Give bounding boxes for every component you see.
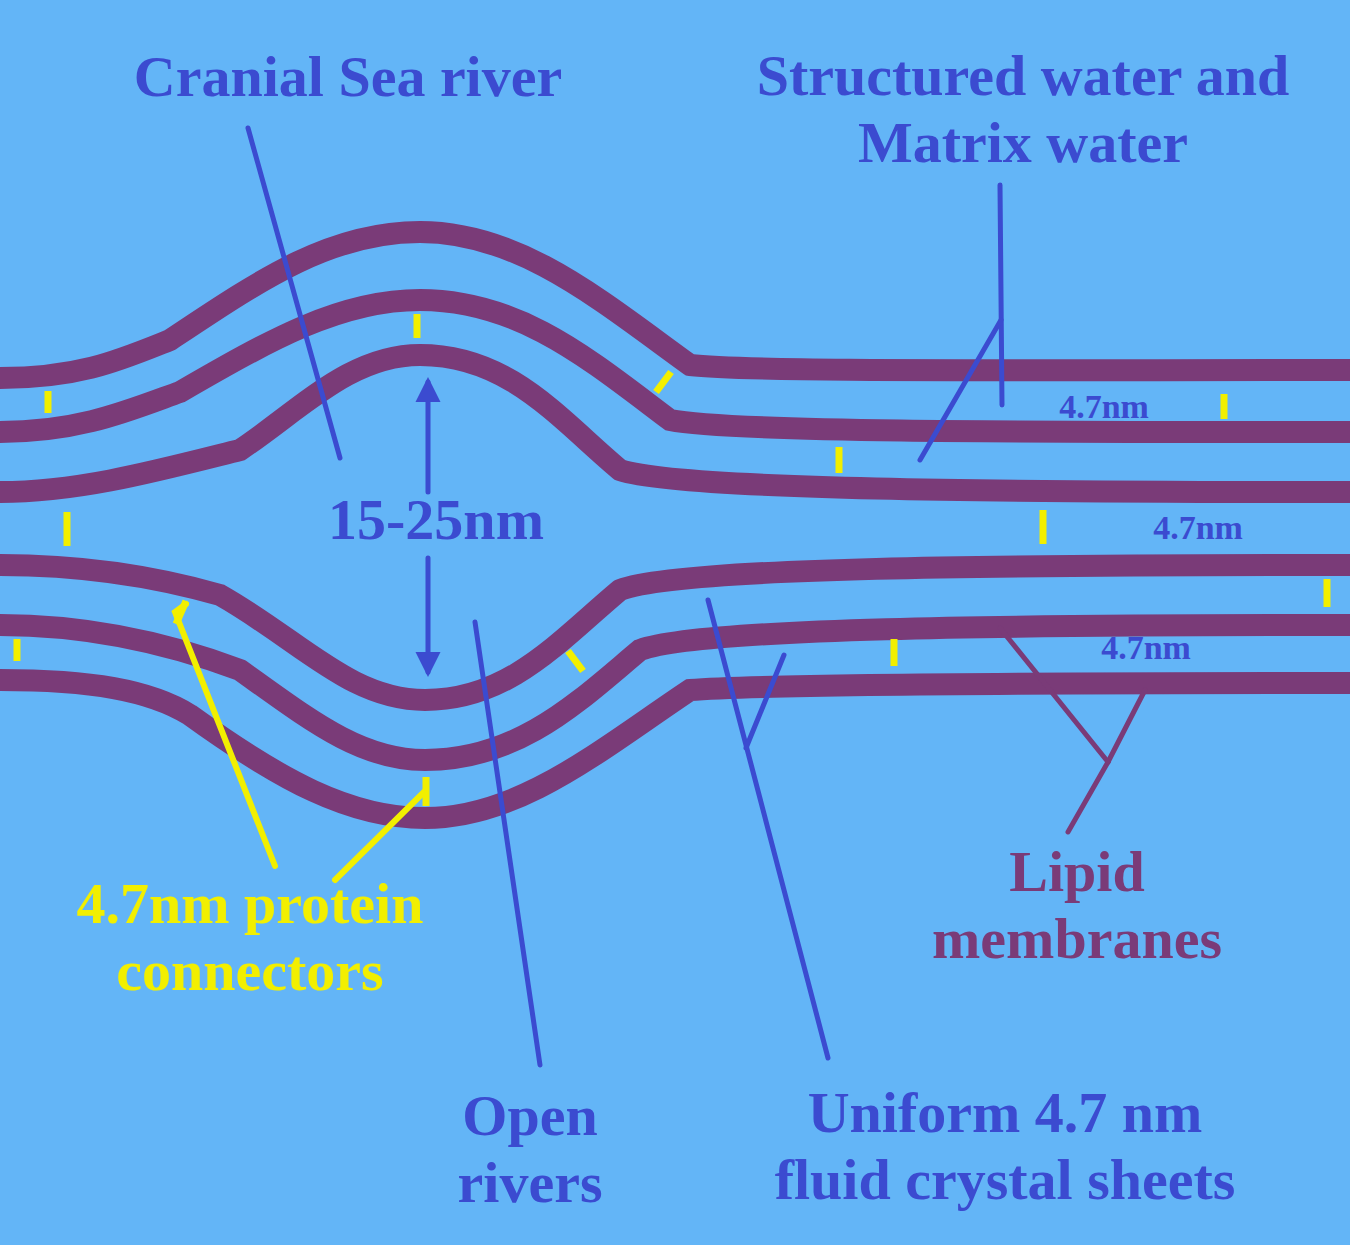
part-label: Open rivers — [420, 1083, 640, 1216]
dimension-label: 4.7nm — [1153, 508, 1243, 547]
protein-connector — [1040, 510, 1047, 544]
leader-line — [1000, 185, 1002, 405]
dimension-label: 4.7nm — [1101, 628, 1191, 667]
part-label: 4.7nm protein connectors — [40, 871, 460, 1004]
part-label: Cranial Sea river — [134, 44, 562, 111]
leader-line — [1000, 628, 1108, 762]
leader-line — [920, 320, 1001, 460]
leader-line — [746, 655, 784, 748]
leader-line — [248, 128, 340, 458]
protein-connector — [64, 512, 71, 546]
leader-line — [708, 600, 828, 1058]
protein-connector — [414, 314, 421, 338]
protein-connector — [891, 639, 898, 666]
dimension-arrow — [426, 382, 431, 492]
yellow-leaders — [175, 604, 424, 880]
protein-connector — [1221, 394, 1228, 419]
dimension-arrow — [426, 558, 431, 672]
lipid-membrane — [0, 680, 1350, 818]
lipid-membranes — [0, 232, 1350, 818]
protein-connector — [1324, 579, 1331, 607]
leader-line — [175, 604, 275, 866]
protein-connector — [836, 447, 843, 473]
leader-line — [335, 792, 424, 880]
protein-connectors — [17, 314, 1327, 806]
part-label: Structured water and Matrix water — [723, 43, 1323, 176]
leader-line — [1068, 762, 1108, 832]
leader-line — [1108, 690, 1145, 762]
lipid-membrane — [0, 232, 1350, 378]
dimension-label: 4.7nm — [1059, 387, 1149, 426]
protein-connector — [568, 651, 583, 671]
dimension-label: 15-25nm — [328, 487, 544, 554]
lipid-membrane — [0, 300, 1350, 432]
leader-line — [475, 622, 540, 1065]
part-label: Lipid membranes — [907, 839, 1247, 972]
part-label: Uniform 4.7 nm fluid crystal sheets — [770, 1080, 1240, 1213]
protein-connector — [14, 639, 21, 661]
lipid-membrane — [0, 355, 1350, 492]
protein-connector — [45, 391, 52, 413]
protein-connector — [656, 372, 671, 392]
